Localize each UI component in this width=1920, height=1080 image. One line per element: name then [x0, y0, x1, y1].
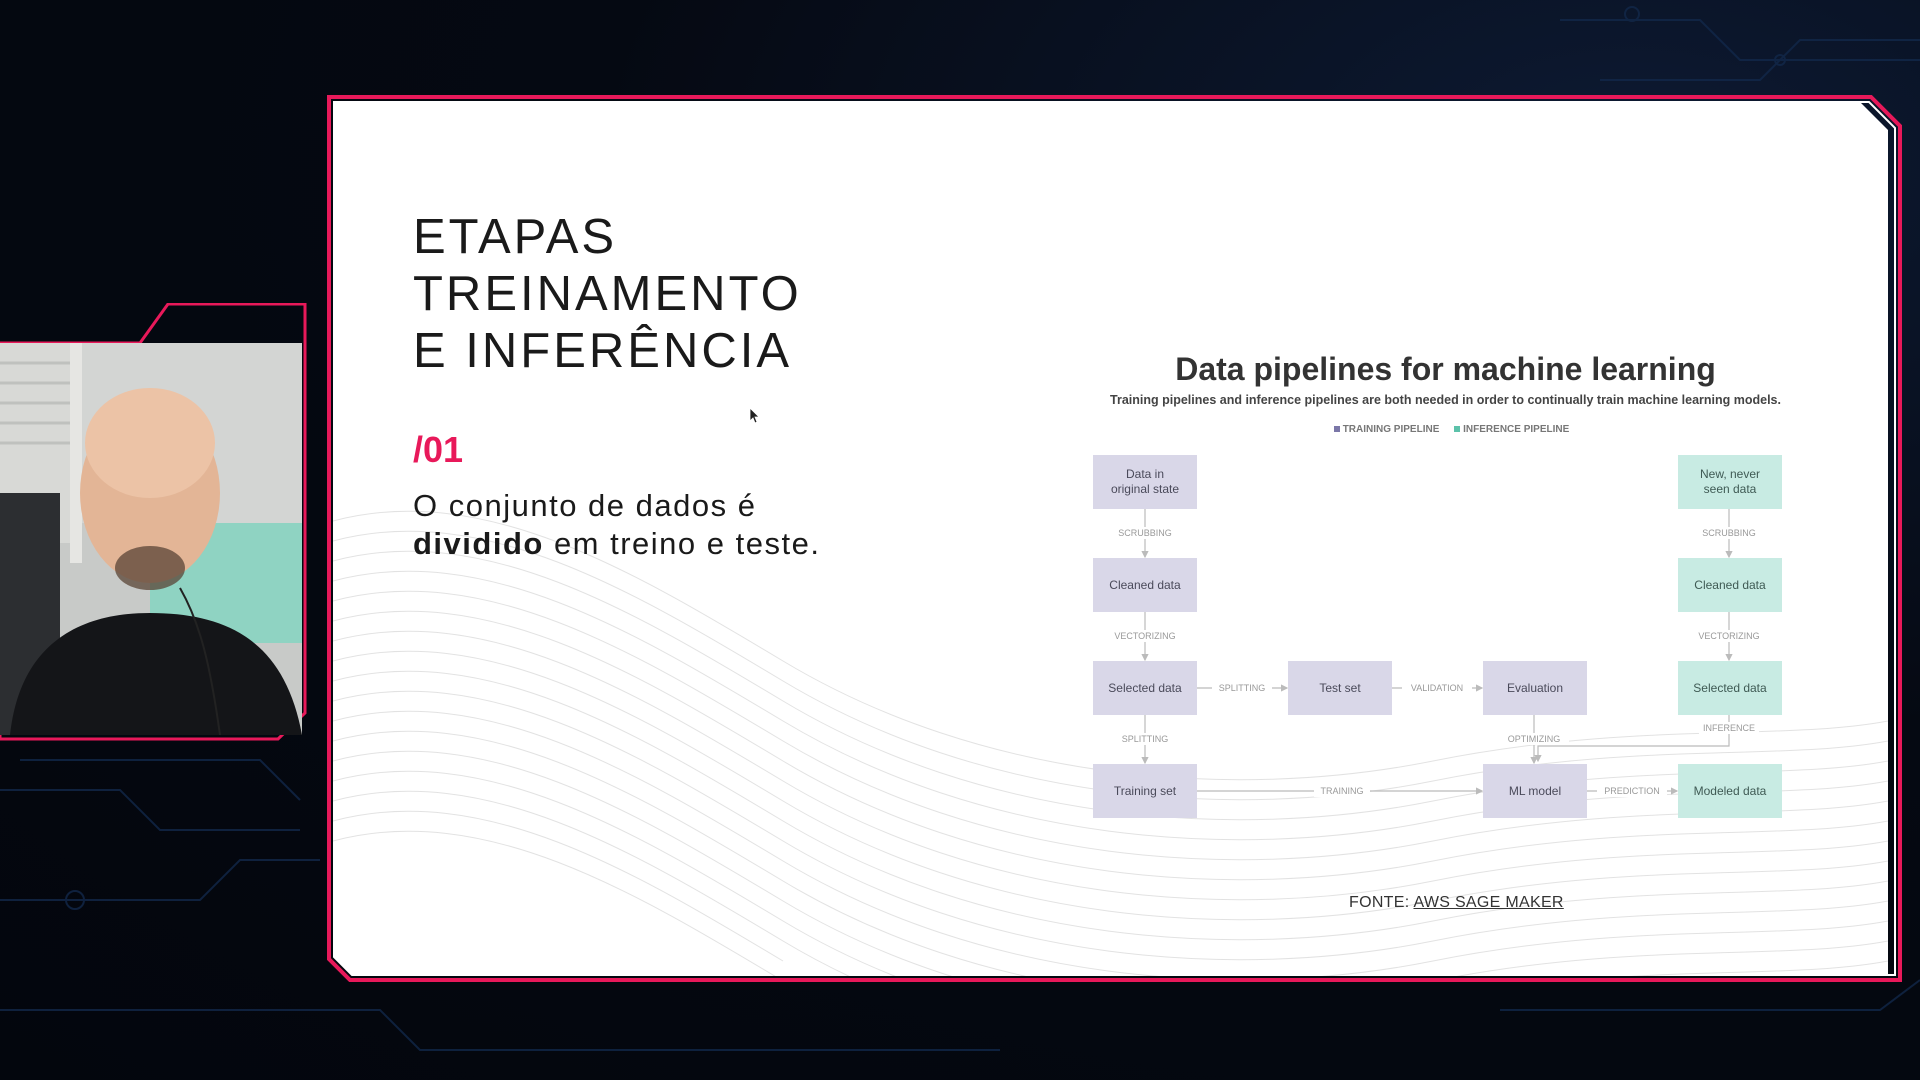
node-label: seen data	[1704, 482, 1757, 496]
body-text-bold: dividido	[413, 526, 544, 561]
node-cleaned-left: Cleaned data	[1093, 558, 1197, 612]
webcam-video	[0, 343, 302, 735]
label-training: TRAINING	[1320, 786, 1363, 796]
slide-title-line: E INFERÊNCIA	[413, 324, 793, 378]
node-selected-right: Selected data	[1678, 661, 1782, 715]
node-label: Selected data	[1693, 681, 1767, 695]
label-inference: INFERENCE	[1703, 723, 1755, 733]
background-wave-decoration	[333, 510, 1888, 976]
legend-inference: INFERENCE PIPELINE	[1463, 424, 1570, 435]
body-text-part: O conjunto de dados é	[413, 488, 757, 523]
label-prediction: PREDICTION	[1604, 786, 1660, 796]
slide-title-line: TREINAMENTO	[413, 267, 802, 321]
pipeline-diagram: Data pipelines for machine learning Trai…	[1093, 341, 1823, 818]
slide-canvas: ETAPAS TREINAMENTO E INFERÊNCIA /01 O co…	[333, 101, 1888, 976]
label-vectorizing-right: VECTORIZING	[1698, 631, 1759, 641]
legend-training: TRAINING PIPELINE	[1342, 424, 1440, 435]
slide-title-line: ETAPAS	[413, 210, 618, 264]
node-label: Data in	[1126, 467, 1164, 481]
mouse-cursor-icon	[750, 408, 760, 424]
presentation-slide: ETAPAS TREINAMENTO E INFERÊNCIA /01 O co…	[326, 94, 1903, 983]
source-link[interactable]: AWS SAGE MAKER	[1413, 894, 1564, 911]
node-label: Training set	[1114, 784, 1177, 798]
node-cleaned-right: Cleaned data	[1678, 558, 1782, 612]
node-training-set: Training set	[1093, 764, 1197, 818]
diagram-graph: SCRUBBING VECTORIZING SPLITTING SPLITTIN…	[1093, 455, 1782, 818]
body-text-part: em treino e teste.	[543, 526, 821, 561]
node-modeled-data: Modeled data	[1678, 764, 1782, 818]
label-optimizing: OPTIMIZING	[1508, 734, 1561, 744]
node-ml-model: ML model	[1483, 764, 1587, 818]
node-label: Modeled data	[1694, 784, 1767, 798]
node-label: ML model	[1509, 784, 1561, 798]
webcam-overlay	[0, 303, 308, 741]
node-label: New, never	[1700, 467, 1760, 481]
node-label: Cleaned data	[1694, 578, 1766, 592]
node-label: Selected data	[1108, 681, 1182, 695]
label-splitting-down: SPLITTING	[1122, 734, 1169, 744]
label-vectorizing-left: VECTORIZING	[1114, 631, 1175, 641]
label-scrubbing-right: SCRUBBING	[1702, 528, 1756, 538]
node-label: Evaluation	[1507, 681, 1563, 695]
node-label: Test set	[1319, 681, 1361, 695]
diagram-title: Data pipelines for machine learning	[1175, 351, 1716, 387]
diagram-subtitle: Training pipelines and inference pipelin…	[1110, 393, 1781, 407]
slide-number: /01	[413, 429, 464, 470]
source-credit: FONTE:AWS SAGE MAKER	[1349, 894, 1564, 912]
node-test-set: Test set	[1288, 661, 1392, 715]
legend-swatch-inference	[1454, 426, 1461, 432]
label-splitting-right: SPLITTING	[1219, 683, 1266, 693]
legend-swatch-training	[1333, 426, 1340, 432]
node-selected-left: Selected data	[1093, 661, 1197, 715]
slide-title: ETAPAS TREINAMENTO E INFERÊNCIA	[413, 209, 802, 380]
slide-body-text: O conjunto de dados é dividido em treino…	[413, 487, 933, 563]
node-label: Cleaned data	[1109, 578, 1181, 592]
node-new-data: New, never seen data	[1678, 455, 1782, 509]
diagram-legend: TRAINING PIPELINE INFERENCE PIPELINE	[1093, 424, 1798, 435]
source-label: FONTE:	[1349, 894, 1410, 911]
node-label: original state	[1111, 482, 1179, 496]
label-scrubbing-left: SCRUBBING	[1118, 528, 1172, 538]
node-evaluation: Evaluation	[1483, 661, 1587, 715]
label-validation: VALIDATION	[1411, 683, 1463, 693]
node-data-original: Data in original state	[1093, 455, 1197, 509]
